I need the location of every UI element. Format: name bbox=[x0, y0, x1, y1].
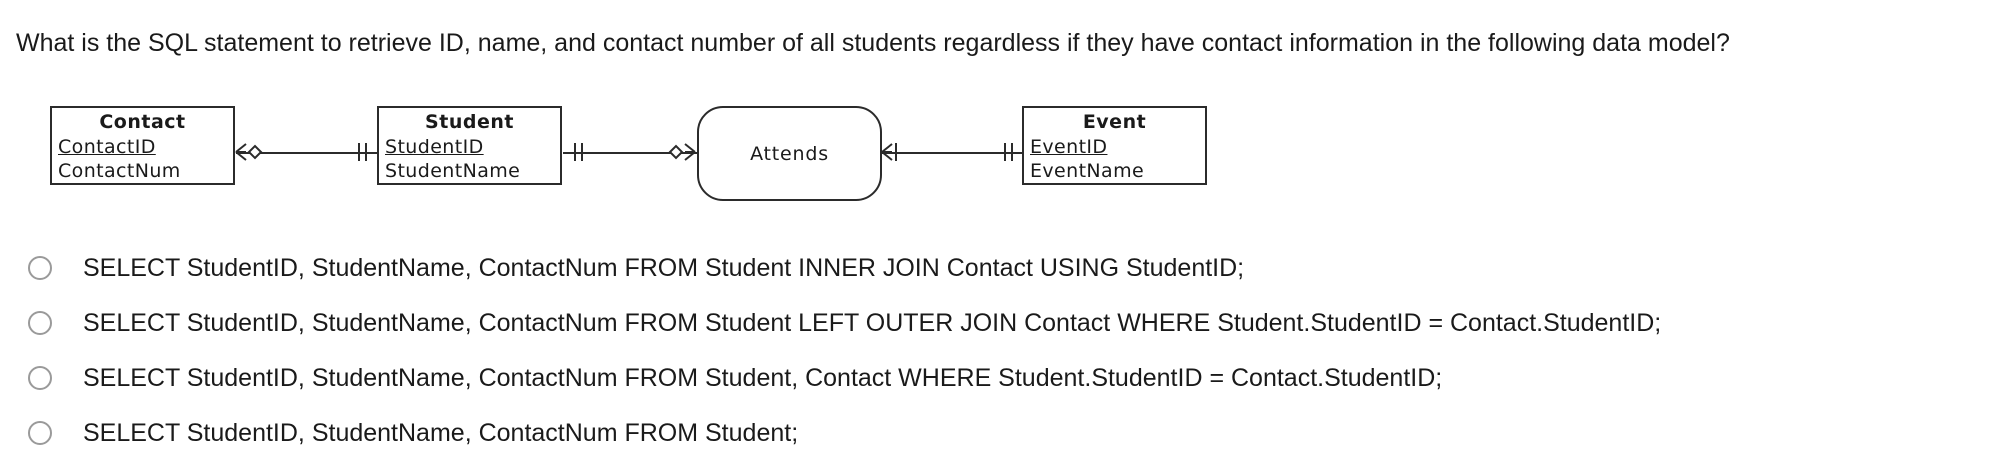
relationship-attends-label: Attends bbox=[750, 142, 829, 165]
radio-button-b[interactable] bbox=[28, 310, 52, 335]
entity-student-attribute-1: StudentName bbox=[385, 160, 521, 182]
answer-option-b[interactable]: SELECT StudentID, StudentName, ContactNu… bbox=[28, 295, 1928, 350]
entity-contact-attribute-pk: ContactID bbox=[58, 136, 156, 158]
connector-student-attends bbox=[563, 152, 697, 154]
entity-student: Student StudentID StudentName bbox=[377, 106, 562, 185]
radio-button-d[interactable] bbox=[28, 420, 52, 445]
entity-event: Event EventID EventName bbox=[1022, 106, 1207, 185]
relationship-attends: Attends bbox=[697, 106, 882, 201]
er-diagram: Contact ContactID ContactNum Student Stu… bbox=[0, 100, 1300, 210]
entity-contact-title: Contact bbox=[99, 111, 186, 133]
answer-options-list: SELECT StudentID, StudentName, ContactNu… bbox=[28, 240, 1928, 460]
connector-contact-student bbox=[236, 152, 377, 154]
entity-contact: Contact ContactID ContactNum bbox=[50, 106, 235, 185]
entity-student-attribute-pk: StudentID bbox=[385, 136, 484, 158]
entity-student-title: Student bbox=[425, 111, 514, 133]
answer-option-c-label: SELECT StudentID, StudentName, ContactNu… bbox=[83, 363, 1443, 392]
answer-option-a[interactable]: SELECT StudentID, StudentName, ContactNu… bbox=[28, 240, 1928, 295]
entity-contact-attribute-1: ContactNum bbox=[58, 160, 181, 182]
question-prompt: What is the SQL statement to retrieve ID… bbox=[16, 29, 1730, 57]
radio-button-a[interactable] bbox=[28, 255, 52, 280]
answer-option-d[interactable]: SELECT StudentID, StudentName, ContactNu… bbox=[28, 405, 1928, 460]
answer-option-a-label: SELECT StudentID, StudentName, ContactNu… bbox=[83, 253, 1245, 282]
radio-button-c[interactable] bbox=[28, 365, 52, 390]
entity-event-attribute-1: EventName bbox=[1030, 160, 1145, 182]
answer-option-c[interactable]: SELECT StudentID, StudentName, ContactNu… bbox=[28, 350, 1928, 405]
connector-attends-event bbox=[882, 152, 1022, 154]
answer-option-d-label: SELECT StudentID, StudentName, ContactNu… bbox=[83, 418, 799, 447]
entity-event-attribute-pk: EventID bbox=[1030, 136, 1108, 158]
answer-option-b-label: SELECT StudentID, StudentName, ContactNu… bbox=[83, 308, 1662, 337]
entity-event-title: Event bbox=[1082, 111, 1147, 133]
